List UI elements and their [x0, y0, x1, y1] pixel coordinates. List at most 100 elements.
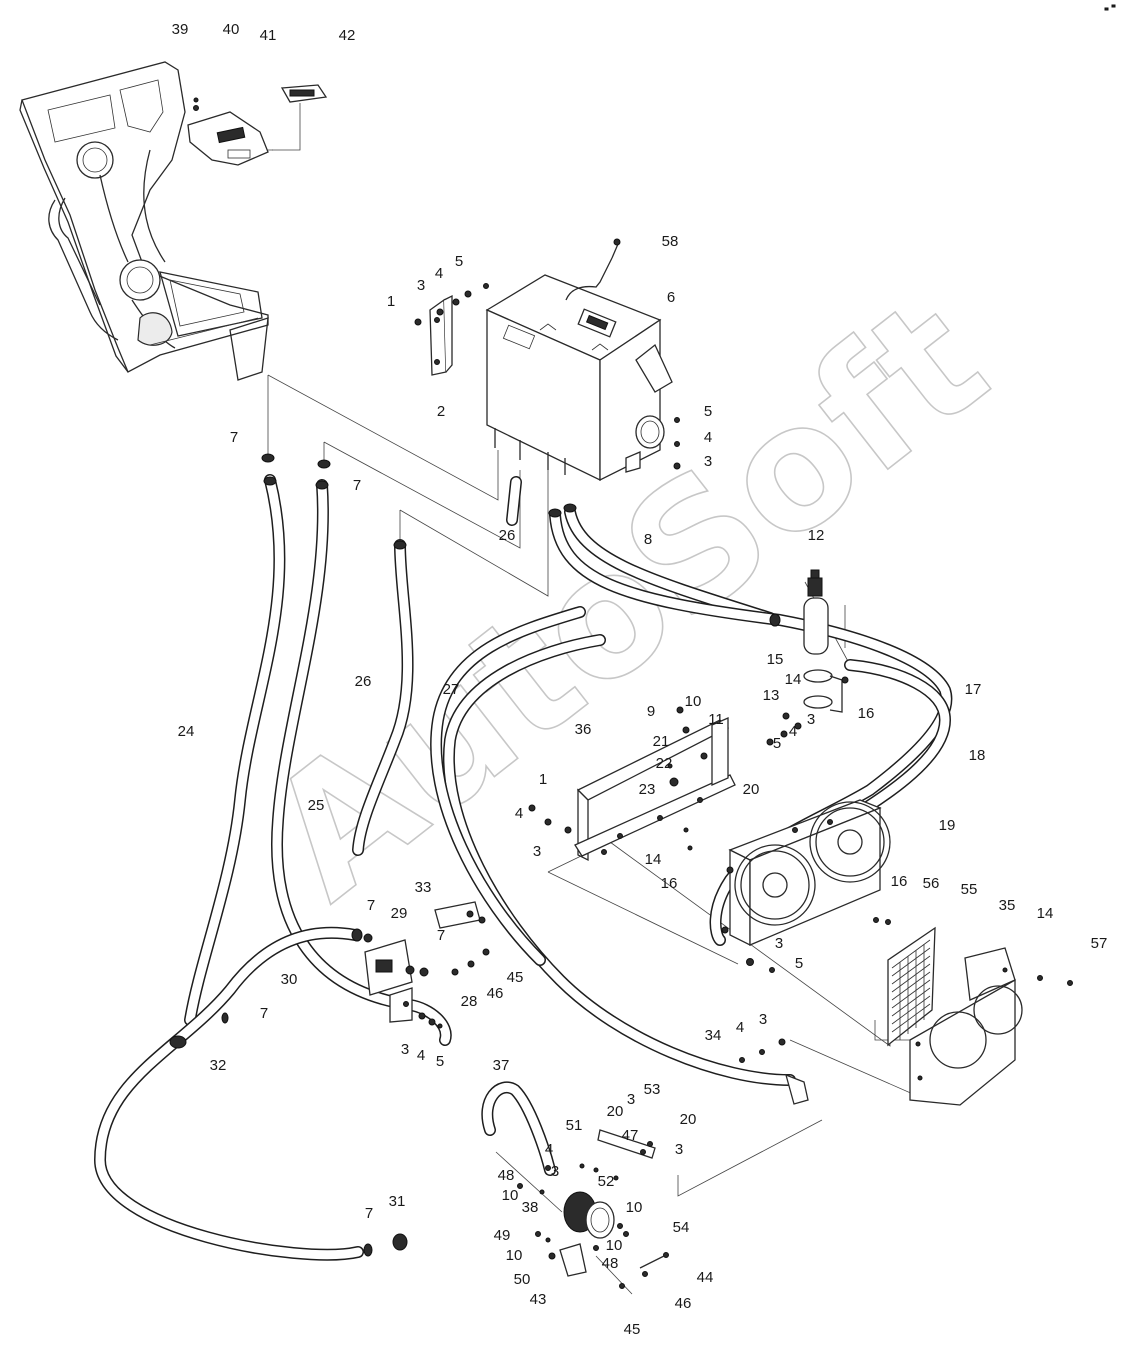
- callout-c44: 44: [697, 1269, 714, 1286]
- bracket-33: [434, 901, 490, 976]
- callout-c28: 28: [461, 993, 478, 1010]
- callout-c58: 58: [662, 233, 679, 250]
- callout-c4d: 4: [515, 805, 523, 822]
- heater-box-6: [485, 238, 681, 482]
- callout-c5c: 5: [773, 735, 781, 752]
- callout-c3g: 3: [401, 1041, 409, 1058]
- callout-c10d: 10: [606, 1237, 623, 1254]
- callout-c23: 23: [639, 781, 656, 798]
- callout-c15: 15: [767, 651, 784, 668]
- callout-c46b: 46: [675, 1295, 692, 1312]
- callout-c11: 11: [708, 711, 724, 728]
- callout-c34: 34: [705, 1027, 722, 1044]
- callout-c12: 12: [808, 527, 825, 544]
- callout-c18: 18: [969, 747, 986, 764]
- callout-c40: 40: [223, 21, 240, 38]
- callout-c35: 35: [999, 897, 1016, 914]
- callout-c20b: 20: [607, 1103, 624, 1120]
- callout-c5d: 5: [795, 955, 803, 972]
- callout-c57: 57: [1091, 935, 1108, 952]
- callout-c55: 55: [961, 881, 978, 898]
- callout-c5a: 5: [455, 253, 463, 270]
- callout-c7e: 7: [260, 1005, 268, 1022]
- callout-c10c: 10: [626, 1199, 643, 1216]
- hose-clamps: [169, 453, 781, 1257]
- callout-c3c: 3: [807, 711, 815, 728]
- callout-c51: 51: [566, 1117, 583, 1134]
- callout-c20c: 20: [680, 1111, 697, 1128]
- callout-c26b: 26: [355, 673, 372, 690]
- callout-c14b: 14: [645, 851, 662, 868]
- callout-c7f: 7: [365, 1205, 373, 1222]
- callout-c14c: 14: [1037, 905, 1054, 922]
- callout-c26a: 26: [499, 527, 516, 544]
- callout-c4a: 4: [435, 265, 443, 282]
- callout-c32: 32: [210, 1057, 227, 1074]
- callout-c52: 52: [598, 1173, 615, 1190]
- callout-c53: 53: [644, 1081, 661, 1098]
- callout-c50: 50: [514, 1271, 531, 1288]
- callout-c3j: 3: [551, 1163, 559, 1180]
- seat-frame: [19, 61, 269, 381]
- callout-c13: 13: [763, 687, 780, 704]
- callout-c3a: 3: [417, 277, 425, 294]
- callout-c39: 39: [172, 21, 189, 38]
- callout-c3d: 3: [533, 843, 541, 860]
- callout-c49: 49: [494, 1227, 511, 1244]
- callout-c48a: 48: [498, 1167, 515, 1184]
- callout-c46a: 46: [487, 985, 504, 1002]
- callout-c45a: 45: [507, 969, 524, 986]
- bracket-36: [528, 706, 736, 862]
- callout-c9: 9: [647, 703, 655, 720]
- callout-c17: 17: [965, 681, 982, 698]
- callout-c29: 29: [391, 905, 408, 922]
- callout-c16c: 16: [891, 873, 908, 890]
- callout-c48b: 48: [602, 1255, 619, 1272]
- grille-55: [887, 926, 936, 1047]
- panel-42: [280, 84, 328, 103]
- cover-panel-41: [187, 97, 269, 166]
- shroud-35: [873, 917, 1073, 1106]
- callout-c4b: 4: [704, 429, 712, 446]
- callout-c3h: 3: [627, 1091, 635, 1108]
- callout-c31: 31: [389, 1193, 406, 1210]
- callout-c27: 27: [443, 681, 460, 698]
- callout-c7b: 7: [353, 477, 361, 494]
- callout-c38: 38: [522, 1199, 539, 1216]
- callout-c2: 2: [437, 403, 445, 420]
- callout-c10e: 10: [506, 1247, 523, 1264]
- callout-c5e: 5: [436, 1053, 444, 1070]
- callout-c24: 24: [178, 723, 195, 740]
- callout-c37: 37: [493, 1057, 510, 1074]
- callout-c3i: 3: [675, 1141, 683, 1158]
- callout-c1b: 1: [539, 771, 547, 788]
- callout-c4f: 4: [417, 1047, 425, 1064]
- callout-c30: 30: [281, 971, 298, 988]
- callout-c33: 33: [415, 879, 432, 896]
- callout-c14a: 14: [785, 671, 802, 688]
- bracket-2: [414, 283, 489, 376]
- callout-c25: 25: [308, 797, 325, 814]
- callout-c4g: 4: [545, 1141, 553, 1158]
- callout-c21: 21: [653, 733, 670, 750]
- callout-c3e: 3: [775, 935, 783, 952]
- pump-38: [517, 1129, 669, 1289]
- callout-c56: 56: [923, 875, 940, 892]
- callout-c16a: 16: [858, 705, 875, 722]
- callout-c54: 54: [673, 1219, 690, 1236]
- callout-c36: 36: [575, 721, 592, 738]
- callout-c16b: 16: [661, 875, 678, 892]
- misc-fittings: [739, 4, 1116, 1105]
- callout-c3b: 3: [704, 453, 712, 470]
- callout-c20a: 20: [743, 781, 760, 798]
- callout-c41: 41: [260, 27, 277, 44]
- callout-c43: 43: [530, 1291, 547, 1308]
- callout-c42: 42: [339, 27, 356, 44]
- callout-c10a: 10: [685, 693, 702, 710]
- callout-c22: 22: [656, 755, 673, 772]
- callout-c1a: 1: [387, 293, 395, 310]
- callout-c8: 8: [644, 531, 652, 548]
- callout-c7c: 7: [367, 897, 375, 914]
